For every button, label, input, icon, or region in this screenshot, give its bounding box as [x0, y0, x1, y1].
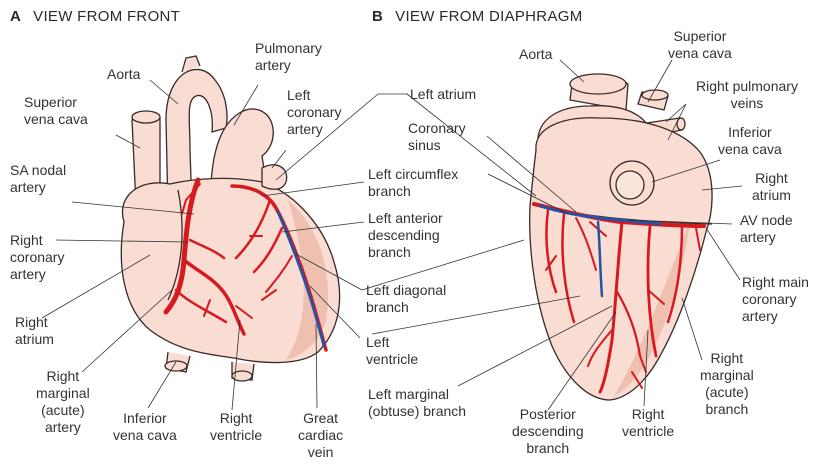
- label-front-aorta: Aorta: [107, 66, 140, 83]
- label-back-aorta: Aorta: [519, 46, 552, 63]
- label-left-marginal: Left marginal(obtuse) branch: [368, 386, 466, 420]
- panel-b-title-text: VIEW FROM DIAPHRAGM: [395, 8, 582, 25]
- back-heart-body: [530, 118, 712, 400]
- panel-a-letter: A: [10, 8, 21, 25]
- front-svc-opening: [132, 111, 160, 123]
- panel-a-title: A VIEW FROM FRONT: [10, 8, 180, 25]
- panel-a-title-text: VIEW FROM FRONT: [33, 8, 180, 25]
- panel-b-title: B VIEW FROM DIAPHRAGM: [372, 8, 583, 25]
- label-left-atrium: Left atrium: [410, 86, 476, 103]
- panel-b-letter: B: [372, 8, 383, 25]
